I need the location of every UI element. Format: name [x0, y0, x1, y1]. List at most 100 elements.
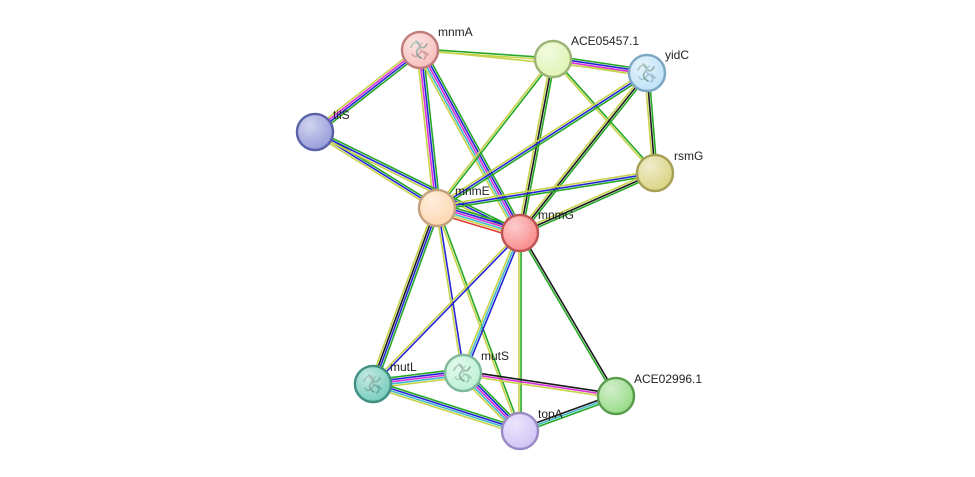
node-label: ACE02996.1 [634, 372, 702, 386]
edge-mnme-mutl[interactable] [369, 206, 441, 386]
node-yidc[interactable]: yidC [627, 48, 689, 93]
edge-evidence-neighborhood [521, 73, 650, 235]
edge-evidence-neighborhood [437, 59, 555, 210]
edge-evidence-textmining [460, 231, 519, 373]
edge-mnmg-muts[interactable] [460, 231, 523, 375]
edge-evidence-neighborhood [437, 174, 656, 211]
node-label: yidC [665, 48, 689, 62]
edge-evidence-neighborhood [437, 74, 649, 211]
edge-evidence-textmining [436, 170, 655, 207]
edge-evidence-cooccurrence [373, 208, 439, 385]
edge-evidence-neighborhood [437, 207, 522, 431]
edge-evidence-coexpression [519, 72, 648, 234]
node-highlight [403, 33, 437, 67]
edge-evidence-cooccurrence [421, 48, 523, 233]
edge-evidence-coexpression [371, 207, 437, 384]
edge-evidence-cooccurrence [436, 72, 648, 209]
node-tils[interactable]: tilS [295, 108, 350, 152]
edge-evidence-databases [462, 232, 521, 374]
edge-evidence-neighborhood [422, 47, 525, 232]
edge-evidence-textmining [435, 57, 553, 208]
edge-evidence-neighborhood [518, 233, 616, 397]
node-mnmg[interactable]: mnmG [500, 208, 574, 253]
edge-evidence-neighborhood [316, 51, 423, 136]
node-muts[interactable]: mutS [443, 349, 509, 393]
edge-evidence-cooccurrence [373, 382, 521, 431]
node-highlight [503, 216, 537, 250]
node-highlight [536, 42, 570, 76]
node-ace05457-1[interactable]: ACE05457.1 [533, 34, 639, 79]
node-label: mutS [481, 349, 509, 363]
edge-evidence-experiments [419, 49, 521, 234]
node-highlight [630, 56, 664, 90]
edge-evidence-textmining [435, 208, 520, 432]
edge-mnmg-topa[interactable] [518, 233, 522, 431]
node-highlight [298, 115, 332, 149]
edge-evidence-textmining [517, 71, 646, 233]
edge-muts-ace02996-1[interactable] [462, 370, 617, 399]
node-label: topA [538, 407, 563, 421]
edge-evidence-textmining [371, 231, 520, 384]
node-highlight [446, 356, 480, 390]
edge-evidence-textmining [313, 133, 437, 211]
edge-evidence-textmining [462, 374, 616, 399]
edge-evidence-experiments [462, 372, 617, 397]
edge-evidence-neighborhood [553, 57, 657, 173]
edge-evidence-coexpression [463, 370, 617, 395]
edge-evidence-neighborhood [420, 48, 554, 59]
edge-evidence-neighborhood [375, 208, 441, 386]
node-label: rsmG [674, 149, 703, 163]
edge-evidence-textmining [312, 46, 419, 131]
edge-evidence-textmining [415, 51, 518, 236]
node-highlight [356, 367, 390, 401]
edge-mnme-muts[interactable] [435, 207, 465, 374]
edge-evidence-neighborhood [422, 49, 441, 208]
node-mutl[interactable]: mutL [353, 360, 417, 404]
node-ace02996-1[interactable]: ACE02996.1 [596, 372, 702, 416]
node-label: ACE05457.1 [571, 34, 639, 48]
node-rsmg[interactable]: rsmG [635, 149, 703, 193]
node-highlight [503, 414, 537, 448]
edge-mnma-mnme[interactable] [416, 49, 441, 209]
edges-layer [312, 46, 658, 435]
node-mnma[interactable]: mnmA [400, 25, 473, 70]
edge-evidence-coexpression [520, 232, 618, 396]
edge-evidence-cooccurrence [437, 207, 465, 373]
node-topa[interactable]: topA [500, 407, 563, 451]
node-highlight [420, 191, 454, 225]
node-label: mutL [390, 360, 417, 374]
edge-mnme-topa[interactable] [435, 207, 522, 432]
edge-rsmg-mnmg[interactable] [518, 170, 657, 236]
edge-evidence-textmining [435, 208, 463, 374]
node-label: mnmG [538, 208, 574, 222]
edge-rsmg-mnme[interactable] [436, 170, 656, 211]
edge-evidence-textmining [518, 170, 655, 232]
edge-mnma-tils[interactable] [312, 46, 423, 136]
node-label: mnmE [455, 184, 490, 198]
edge-yidc-mnme[interactable] [435, 70, 649, 211]
edge-mutl-topa[interactable] [371, 380, 522, 435]
edge-ace05457-1-mnme[interactable] [435, 57, 555, 210]
edge-evidence-cooccurrence [373, 233, 522, 386]
edge-mnmg-ace02996-1[interactable] [518, 232, 618, 397]
edge-evidence-experiments [418, 50, 437, 209]
edge-evidence-textmining [416, 50, 435, 209]
edge-ace05457-1-rsmg[interactable] [551, 57, 657, 175]
edge-mnma-mnmg[interactable] [415, 47, 525, 236]
edge-tils-mnmg[interactable] [313, 129, 522, 236]
edge-mnmg-mutl[interactable] [371, 231, 522, 386]
edge-yidc-mnmg[interactable] [517, 71, 650, 235]
edge-evidence-neighborhood [521, 59, 556, 234]
edge-evidence-cooccurrence [464, 233, 523, 375]
node-mnme[interactable]: mnmE [417, 184, 490, 228]
edge-evidence-cooccurrence [315, 50, 422, 134]
edge-evidence-databases [372, 384, 520, 433]
edge-mnma-ace05457-1[interactable] [419, 48, 554, 61]
edge-evidence-cooccurrence [436, 172, 656, 209]
node-highlight [638, 156, 672, 190]
edge-evidence-cooccurrence [420, 49, 439, 208]
node-highlight [599, 379, 633, 413]
edge-evidence-neighborhood [373, 380, 522, 429]
edge-evidence-textmining [435, 70, 647, 207]
edge-evidence-databases [417, 50, 519, 235]
